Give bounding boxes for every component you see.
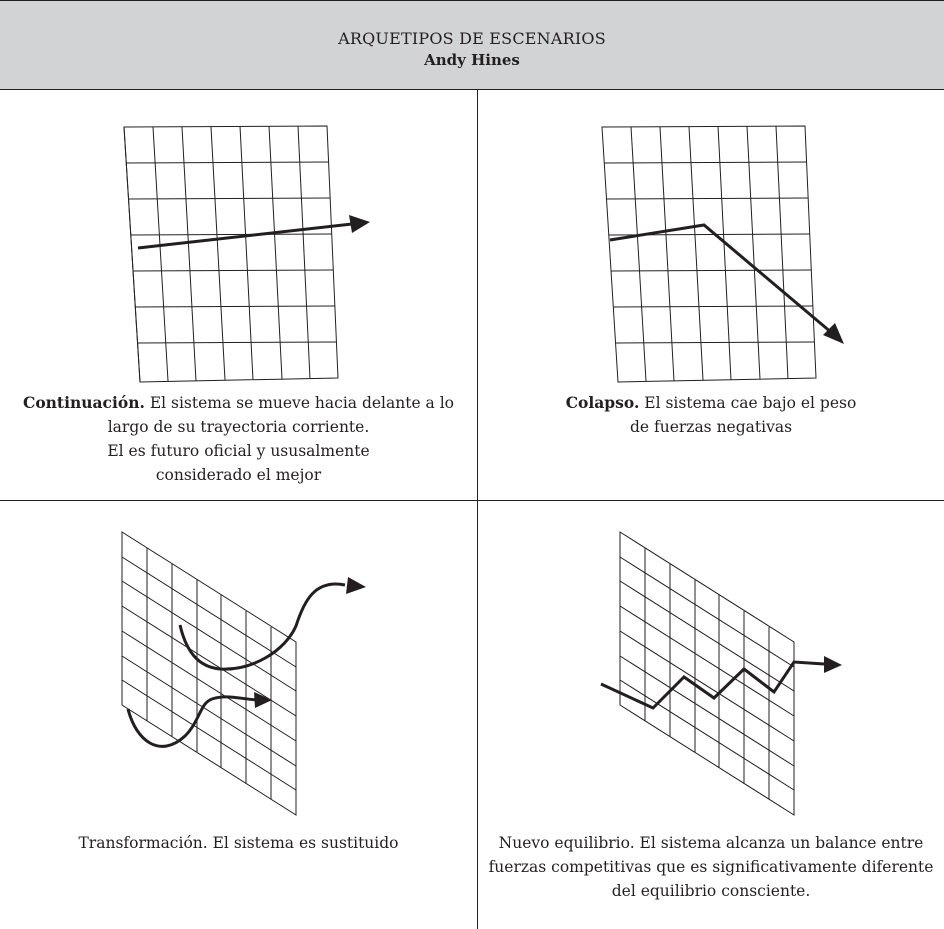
continuation-caption: Continuación. El sistema se mueve hacia … <box>0 391 477 487</box>
transformation-diagram <box>0 501 477 929</box>
new-equilibrium-arrow <box>601 656 842 708</box>
transformation-arrowhead-lower <box>254 692 272 708</box>
collapse-grid <box>602 126 816 382</box>
caption-line: de fuerzas negativas <box>478 415 944 439</box>
collapse-arrow <box>610 225 844 344</box>
new-equilibrium-caption: Nuevo equilibrio. El sistema alcanza un … <box>478 831 944 903</box>
caption-line: Transformación. El sistema es sustituido <box>0 831 477 855</box>
caption-line: fuerzas competitivas que es significativ… <box>478 855 944 879</box>
caption-line: del equilibrio consciente. <box>478 879 944 903</box>
figure-header: ARQUETIPOS DE ESCENARIOS Andy Hines <box>0 0 944 90</box>
figure-author: Andy Hines <box>0 51 944 69</box>
scenario-transformation-cell: Transformación. El sistema es sustituido <box>0 501 477 929</box>
new-equilibrium-grid <box>620 532 794 815</box>
figure-title: ARQUETIPOS DE ESCENARIOS <box>0 29 944 48</box>
caption-line: El sistema cae bajo el peso <box>639 394 856 412</box>
scenario-collapse-cell: Colapso. El sistema cae bajo el peso de … <box>478 91 944 500</box>
transformation-arrowhead-upper <box>346 577 366 594</box>
continuation-arrow <box>138 215 370 248</box>
transformation-arrows <box>128 584 345 746</box>
transformation-caption: Transformación. El sistema es sustituido <box>0 831 477 855</box>
collapse-caption: Colapso. El sistema cae bajo el peso de … <box>478 391 944 439</box>
caption-line: El sistema se mueve hacia delante a lo <box>145 394 454 412</box>
scenario-name-collapse: Colapso. <box>566 393 640 412</box>
caption-line: El es futuro oficial y ususalmente <box>0 439 477 463</box>
continuation-grid <box>124 126 338 382</box>
caption-line: largo de su trayectoria corriente. <box>0 415 477 439</box>
caption-line: Nuevo equilibrio. El sistema alcanza un … <box>478 831 944 855</box>
transformation-grid <box>122 532 296 815</box>
scenario-name-continuation: Continuación. <box>23 393 145 412</box>
scenario-new-equilibrium-cell: Nuevo equilibrio. El sistema alcanza un … <box>478 501 944 929</box>
scenario-continuation-cell: Continuación. El sistema se mueve hacia … <box>0 91 477 500</box>
caption-line: considerado el mejor <box>0 463 477 487</box>
